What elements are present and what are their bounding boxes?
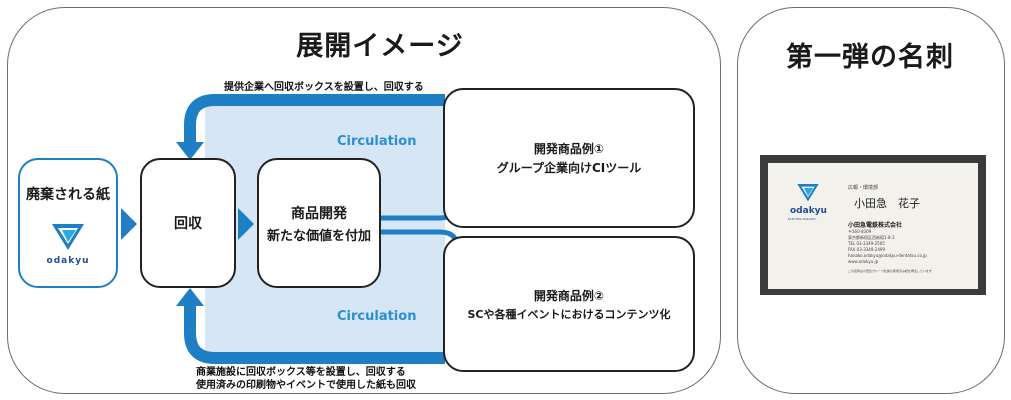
card-company: 小田急電鉄株式会社 (848, 222, 903, 229)
odakyu-logo-icon (52, 224, 84, 250)
business-card-photo: odakyu ELECTRIC RAILWAY 広報・環境部 小田急 花子 小田… (760, 155, 986, 295)
bottom-flow-note-line2: 使用済みの印刷物やイベントで使用した紙も回収 (196, 380, 416, 391)
product-example-2-box: 開発商品例② SCや各種イベントにおけるコンテンツ化 (443, 236, 695, 372)
card-logo-icon (797, 184, 819, 202)
product-example-1-box: 開発商品例① グループ企業向けCIツール (443, 88, 695, 228)
card-email: hanako.odakyu@odakyu-dentetsu.co.jp (848, 253, 927, 258)
top-loop-arrow (184, 94, 445, 148)
bottom-flow-note: 商業施設に回収ボックス等を設置し、回収する 使用済みの印刷物やイベントで使用した… (196, 366, 416, 392)
odakyu-logo-text: odakyu (46, 256, 90, 266)
card-logo-text: odakyu (790, 206, 827, 216)
arrow-waste-to-collect (121, 208, 137, 240)
product-development-line1: 商品開発 (291, 205, 347, 222)
card-logo-subtext: ELECTRIC RAILWAY (788, 217, 817, 221)
product-development-line2: 新たな価値を付加 (266, 228, 371, 244)
waste-paper-box: 廃棄される紙 odakyu (18, 158, 118, 288)
collection-box: 回収 (140, 158, 236, 288)
bottom-loop-arrowhead (176, 288, 204, 306)
expansion-title: 展開イメージ (296, 31, 464, 62)
card-postal: 〒160-8309 (848, 229, 872, 234)
card-fax: FAX 03-3349-2499 (848, 247, 886, 252)
top-flow-note: 提供企業へ回収ボックスを設置し、回収する (224, 82, 424, 93)
circulation-label-top: Circulation (337, 134, 417, 149)
arrow-collect-to-product (238, 208, 254, 240)
product-example-1-desc: グループ企業向けCIツール (496, 161, 642, 175)
card-footnote: この名刺は小田急グループ社員の使用済み紙を再生しています (848, 269, 932, 273)
top-loop-arrowhead (176, 142, 204, 160)
waste-paper-label: 廃棄される紙 (26, 187, 110, 203)
business-card-title: 第一弾の名刺 (786, 42, 954, 73)
card-address: 東京都新宿区西新宿1-8-3 (848, 235, 895, 240)
card-tel: TEL 03-3349-2505 (848, 241, 885, 246)
product-example-2-title: 開発商品例② (533, 288, 605, 303)
card-department: 広報・環境部 (848, 185, 879, 191)
bottom-flow-note-line1: 商業施設に回収ボックス等を設置し、回収する (196, 367, 406, 378)
business-card: odakyu ELECTRIC RAILWAY 広報・環境部 小田急 花子 小田… (768, 163, 978, 289)
product-example-1-title: 開発商品例① (533, 142, 605, 156)
card-name: 小田急 花子 (854, 197, 920, 210)
product-example-2-desc: SCや各種イベントにおけるコンテンツ化 (467, 307, 671, 321)
product-development-box: 商品開発 新たな価値を付加 (257, 158, 381, 288)
circulation-label-bottom: Circulation (337, 309, 417, 324)
bottom-loop-arrow (184, 300, 445, 364)
collection-label: 回収 (174, 216, 202, 232)
card-url: www.odakyu.jp (848, 259, 879, 264)
